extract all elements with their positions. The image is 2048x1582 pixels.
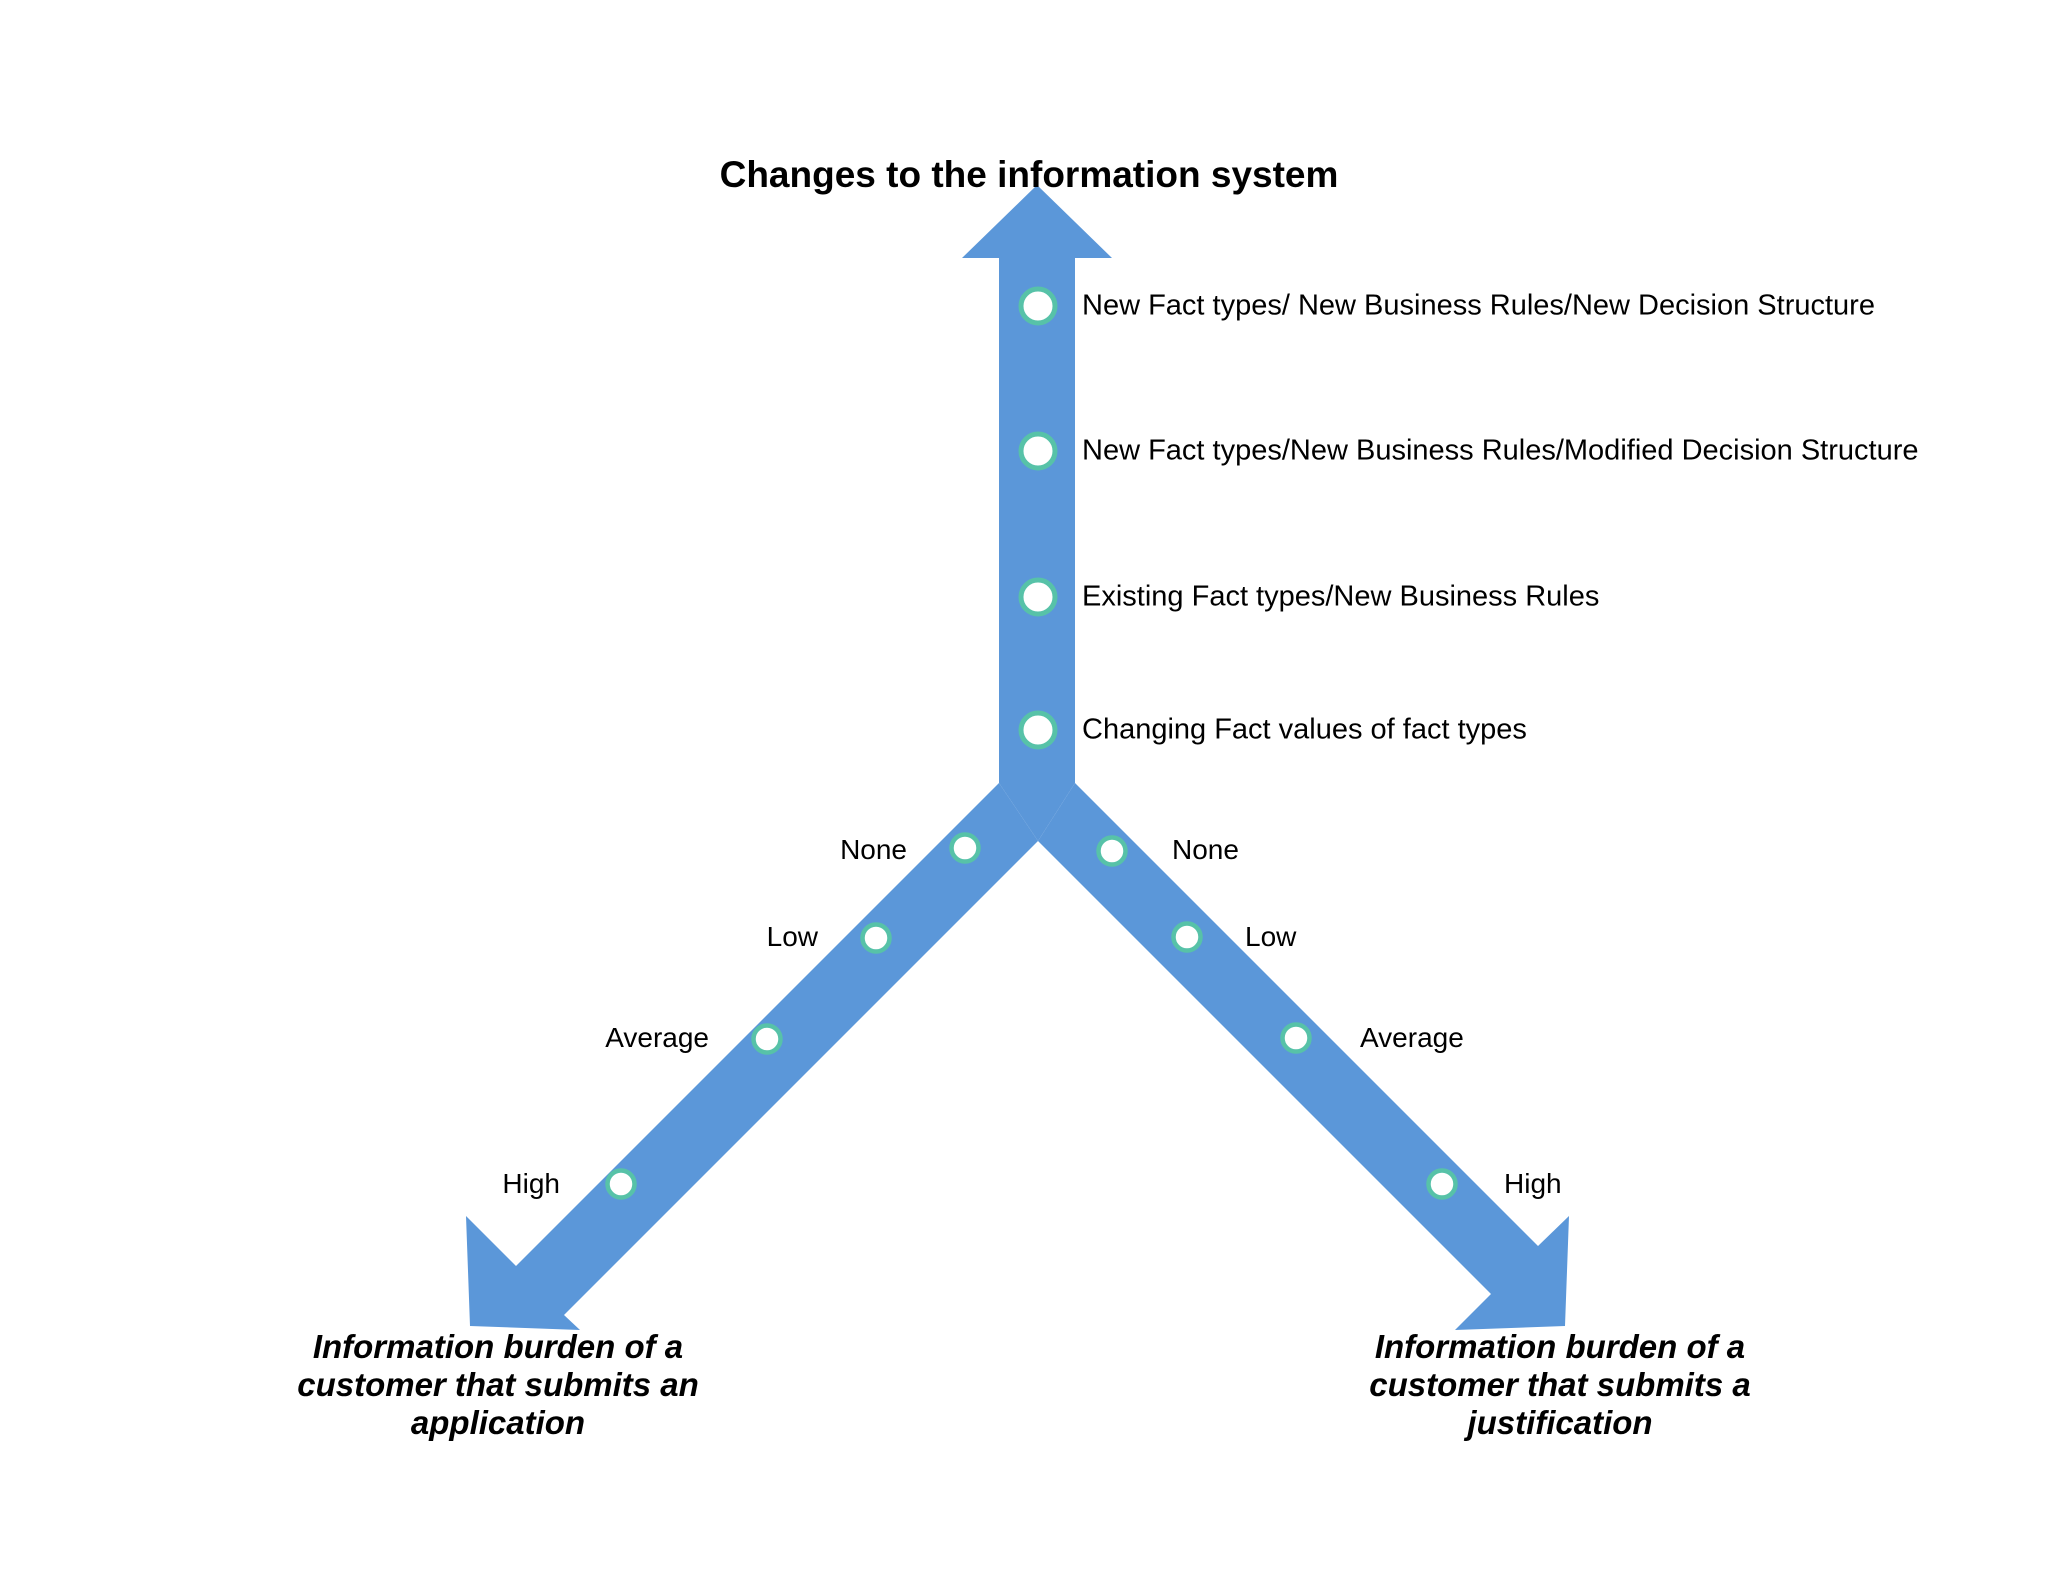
up-axis-marker-icon (1018, 710, 1058, 750)
left-axis-marker-icon (605, 1168, 637, 1200)
up-arrow-shape (962, 185, 1112, 841)
diagram-title: Changes to the information system (719, 154, 1339, 195)
right-axis-level-label-high: High (1504, 1168, 1562, 1199)
right-axis-marker-icon (1096, 835, 1128, 867)
left-axis-level-label-low: Low (766, 921, 818, 952)
up-axis-marker-icon (1018, 286, 1058, 326)
up-axis-marker-icon (1018, 431, 1058, 471)
up-axis-item-label: Existing Fact types/New Business Rules (1082, 580, 1600, 613)
left-axis-marker-icon (860, 922, 892, 954)
left-arrow-caption: Information burden of a customer that su… (297, 1328, 699, 1442)
up-axis-item-label: Changing Fact values of fact types (1082, 713, 1527, 746)
up-axis-item-label: New Fact types/ New Business Rules/New D… (1082, 289, 1875, 322)
right-axis-level-label-low: Low (1245, 921, 1297, 952)
caption-line: application (410, 1404, 586, 1441)
left-axis-level-label-high: High (502, 1168, 560, 1199)
left-axis-marker-icon (949, 832, 981, 864)
left-arrow-shape (466, 783, 1038, 1330)
caption-line: customer that submits an (297, 1366, 699, 1403)
right-axis-marker-icon (1426, 1168, 1458, 1200)
up-axis-marker-icon (1018, 577, 1058, 617)
caption-line: Information burden of a (1374, 1328, 1746, 1365)
caption-line: Information burden of a (312, 1328, 684, 1365)
left-axis-marker-icon (751, 1023, 783, 1055)
up-axis-item-label: New Fact types/New Business Rules/Modifi… (1082, 434, 1919, 467)
right-axis-marker-icon (1280, 1022, 1312, 1054)
right-axis-level-label-average: Average (1360, 1022, 1464, 1053)
caption-line: justification (1467, 1404, 1653, 1441)
right-axis-level-label-none: None (1172, 834, 1239, 865)
right-arrow-caption: Information burden of a customer that su… (1369, 1328, 1750, 1442)
left-axis-level-label-none: None (840, 834, 907, 865)
left-axis-level-label-average: Average (605, 1022, 709, 1053)
right-axis-marker-icon (1171, 921, 1203, 953)
caption-line: customer that submits a (1369, 1366, 1751, 1403)
